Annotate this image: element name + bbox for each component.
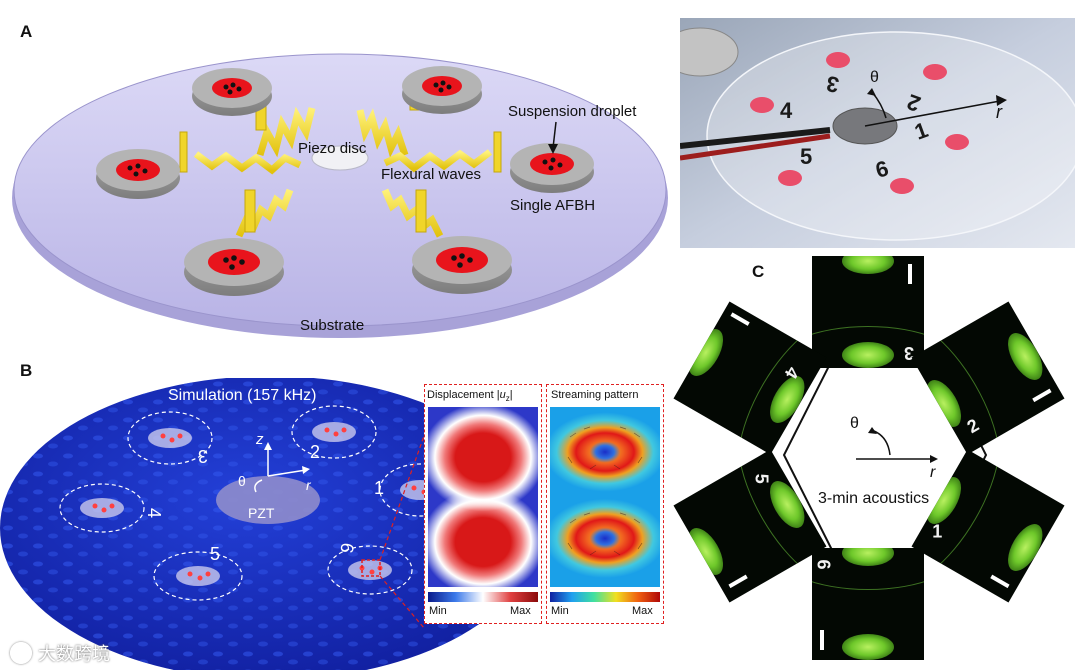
afbh-wells: [96, 66, 594, 296]
displacement-min: Min: [429, 605, 447, 617]
photo-number-5: 5: [800, 144, 812, 169]
flexural-waves: [193, 106, 493, 238]
tile-6: 6: [812, 548, 924, 660]
sim-number-3: 3: [198, 446, 208, 466]
sim-number-6: 6: [336, 541, 357, 554]
watermark: 大数跨境: [10, 640, 110, 666]
photo-r: r: [996, 102, 1003, 122]
sim-number-2: 2: [310, 442, 320, 462]
well-top-right: [402, 66, 482, 114]
well-top-left: [192, 68, 272, 116]
photo-theta: θ: [870, 69, 879, 86]
well-bottom-left: [184, 238, 284, 296]
panel-c-r: r: [930, 464, 936, 481]
sim-pzt-label: PZT: [248, 505, 275, 521]
piezo-disc: [311, 145, 369, 171]
wires: [680, 127, 831, 149]
panel-c-arrows: [856, 427, 938, 463]
sim-chamber-fill: [80, 422, 440, 586]
streaming-map: [550, 407, 660, 587]
panel-a-letter: A: [20, 22, 33, 41]
well-right: [510, 143, 594, 193]
sim-chambers: [59, 405, 461, 601]
displacement-colorbar: [428, 592, 538, 602]
zoom-box: [361, 559, 381, 577]
displacement-map: [428, 407, 538, 587]
tile-3: 3: [812, 256, 924, 368]
sim-axis-theta: θ: [238, 473, 246, 489]
photo-number-3: 3: [824, 71, 840, 98]
panel-b-letter: B: [20, 361, 33, 380]
tile-6-number: 6: [813, 559, 834, 570]
simulation-disc: z θ r PZT Simulation (157 kHz) 2 3 1 4 5…: [0, 378, 520, 670]
well-bottom-right: [412, 236, 512, 294]
streaming-max: Max: [632, 605, 653, 617]
displacement-max: Max: [510, 605, 531, 617]
sim-axes: [254, 448, 307, 493]
label-single-afbh: Single AFBH: [510, 197, 596, 214]
sim-axis-z: z: [255, 431, 264, 448]
tile-5-number: 5: [751, 473, 772, 484]
photo-droplets: [750, 52, 969, 194]
label-piezo-disc: Piezo disc: [298, 140, 367, 157]
tile-1-number: 1: [932, 521, 943, 542]
well-left: [96, 149, 180, 199]
sim-title: Simulation (157 kHz): [168, 387, 317, 404]
sim-number-4: 4: [144, 508, 164, 518]
watermark-logo-icon: [10, 642, 32, 664]
panel-a-schematic: [12, 53, 668, 338]
displacement-panel: Displacement |uz| Min Max: [424, 384, 542, 624]
panel-c-center-label: 3-min acoustics: [818, 490, 930, 507]
displacement-title: Displacement |uz|: [427, 389, 513, 404]
sim-chamber-numbers: 2 3 1 4 5 6: [144, 442, 384, 564]
panel-c-letter: C: [752, 262, 765, 281]
streaming-colorbar: [550, 592, 660, 602]
pzt-ellipse: [216, 476, 320, 524]
label-suspension-droplet: Suspension droplet: [508, 103, 637, 120]
panel-c-theta: θ: [850, 415, 859, 432]
droplet-arrow: [552, 121, 557, 149]
sim-number-1: 1: [374, 478, 384, 498]
coin: [680, 27, 739, 77]
watermark-text: 大数跨境: [38, 644, 110, 665]
label-substrate: Substrate: [300, 317, 365, 334]
label-flexural-waves: Flexural waves: [381, 166, 482, 183]
streaming-title: Streaming pattern: [551, 389, 639, 401]
photo-number-4: 4: [780, 98, 793, 123]
sim-axis-r: r: [306, 477, 312, 493]
particles: [127, 80, 563, 270]
device-photo: 3 2 4 1 5 6 θ r: [680, 18, 1075, 248]
streaming-min: Min: [551, 605, 569, 617]
streaming-panel: Streaming pattern Min Max: [546, 384, 664, 624]
sim-number-5: 5: [210, 544, 220, 564]
